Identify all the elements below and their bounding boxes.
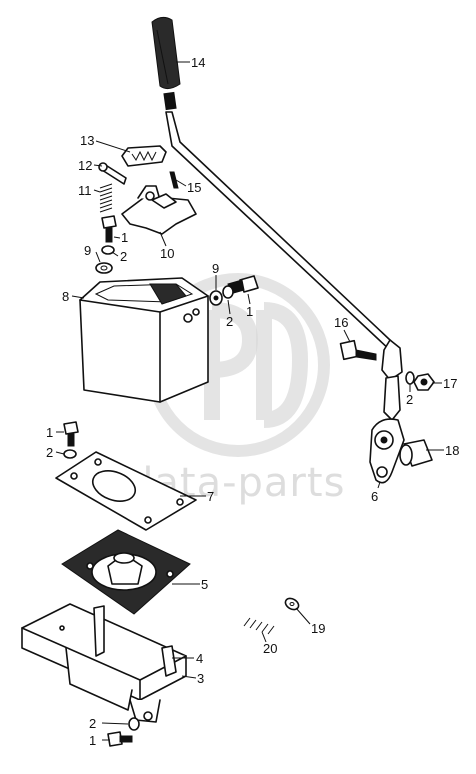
diaphragm-5 [61, 529, 191, 615]
callout-1-mid: 1 [246, 304, 253, 319]
callout-2-bottom: 2 [89, 716, 96, 731]
callout-5: 5 [201, 577, 208, 592]
bolt-1-upper [101, 215, 117, 243]
nut-17 [413, 373, 435, 391]
housing-8 [79, 277, 209, 403]
callout-14: 14 [191, 55, 205, 70]
bolt-1-left [63, 421, 79, 447]
washer-9-mid [209, 290, 223, 306]
pin-15 [169, 171, 179, 189]
callout-15: 15 [187, 180, 201, 195]
washer-2-upper [101, 245, 115, 255]
callout-labels: 14 13 12 11 15 1 9 2 10 9 2 1 8 16 17 2 … [46, 55, 459, 748]
bushing-18 [399, 439, 433, 467]
washer-2-right [405, 371, 415, 385]
lower-lever [369, 375, 405, 484]
callout-9-upper: 9 [84, 243, 91, 258]
bolt-16 [339, 339, 377, 361]
bracket-4 [93, 605, 177, 677]
gasket-7 [55, 451, 197, 531]
callout-8: 8 [62, 289, 69, 304]
callout-6: 6 [371, 489, 378, 504]
callout-2-left: 2 [46, 445, 53, 460]
spring-11 [99, 183, 113, 213]
callout-3: 3 [197, 671, 204, 686]
callout-2-right: 2 [406, 392, 413, 407]
washer-2-left [63, 449, 77, 459]
callout-9-mid: 9 [212, 261, 219, 276]
callout-16: 16 [334, 315, 348, 330]
detent-plate-13 [121, 145, 167, 167]
callout-4: 4 [196, 651, 203, 666]
bracket-10 [121, 185, 197, 235]
callout-10: 10 [160, 246, 174, 261]
washer-2-mid [222, 285, 234, 299]
callout-19: 19 [311, 621, 325, 636]
spring-20 [243, 617, 275, 635]
callout-1-upper: 1 [121, 230, 128, 245]
callout-20: 20 [263, 641, 277, 656]
callout-7: 7 [207, 489, 214, 504]
callout-2-mid: 2 [226, 314, 233, 329]
callout-11: 11 [78, 183, 92, 198]
callout-1-left: 1 [46, 425, 53, 440]
leader-lines [55, 61, 444, 741]
pin-12 [98, 162, 127, 185]
washer-2-bottom [128, 717, 140, 731]
dp-logo-icon [146, 273, 330, 457]
callout-18: 18 [445, 443, 459, 458]
callout-2-upper: 2 [120, 249, 127, 264]
callout-12: 12 [78, 158, 92, 173]
gear-lever-knob [151, 16, 181, 90]
gear-lever-rod [163, 91, 403, 381]
callout-17: 17 [443, 376, 457, 391]
callout-1-bottom: 1 [89, 733, 96, 748]
callout-13: 13 [80, 133, 94, 148]
washer-9-upper [95, 262, 113, 274]
washer-19 [284, 597, 300, 611]
bolt-1-bottom [107, 731, 133, 747]
